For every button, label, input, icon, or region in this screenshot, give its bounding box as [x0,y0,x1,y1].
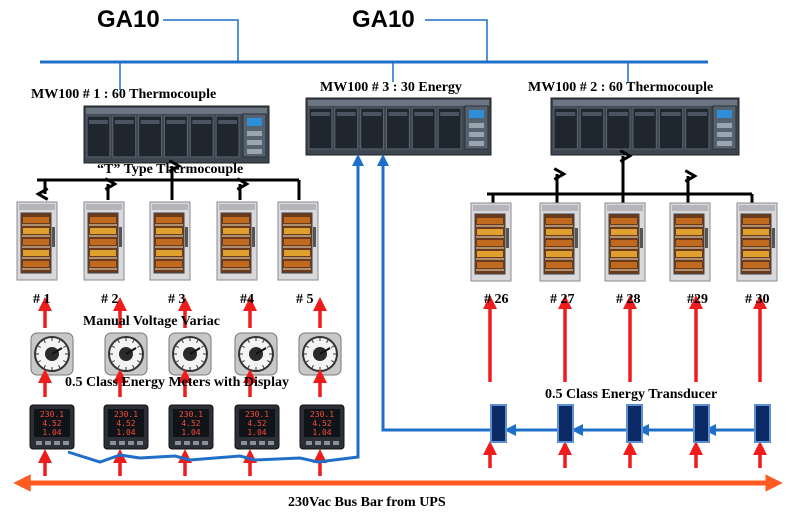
variac-dial [234,332,278,376]
unit-label-26: # 26 [484,292,509,307]
variac-dial [298,332,342,376]
chamber-cabinet [470,202,512,282]
energy-transducers [490,404,771,443]
mw100-1-label: MW100 # 1 : 60 Thermocouple [31,87,217,102]
meter-reading: 1.04 [247,428,266,437]
mw100-1-module [83,105,270,164]
energy-transducer [490,404,507,443]
energy-transducer [626,404,643,443]
voltage-variacs [30,332,342,376]
meter-reading: 1.04 [312,428,331,437]
variac-dial [30,332,74,376]
variac-dial [104,332,148,376]
network-lines [40,19,708,90]
meter-reading: 1.04 [116,428,135,437]
meter-reading: 4.52 [181,419,200,428]
unit-label-1: # 1 [33,292,51,307]
meter-reading: 230.1 [310,410,334,419]
mw100-2-label: MW100 # 2 : 60 Thermocouple [528,80,714,95]
meter-reading: 1.04 [181,428,200,437]
meter-reading: 230.1 [245,410,269,419]
energy-meters: 230.14.521.04230.14.521.04230.14.521.042… [29,404,345,450]
meter-reading: 230.1 [114,410,138,419]
unit-label-3: # 3 [168,292,186,307]
variac-label: Manual Voltage Variac [83,314,220,329]
power-arrows [38,295,767,476]
unit-label-27: # 27 [550,292,575,307]
energy-meter: 230.14.521.04 [299,404,345,450]
unit-label-5: # 5 [296,292,314,307]
meter-reading: 230.1 [40,410,64,419]
meters-to-mw100-3-line [67,154,364,464]
meter-reading: 230.1 [179,410,203,419]
energy-transducer [693,404,710,443]
chambers [16,201,778,282]
ga10-right-label: GA10 [352,6,415,33]
bus-bar-label: 230Vac Bus Bar from UPS [288,495,446,510]
chamber-cabinet [277,201,319,281]
chamber-cabinet [604,202,646,282]
variac-dial [168,332,212,376]
mw100-3-label: MW100 # 3 : 30 Energy [320,80,462,95]
energy-meter: 230.14.521.04 [234,404,280,450]
meter-reading: 4.52 [312,419,331,428]
chamber-cabinet [669,202,711,282]
ga10-left-link [163,19,239,62]
mw100-2-module [550,97,740,156]
chamber-cabinet [149,201,191,281]
transducers-to-mw100-3-line [377,154,490,432]
chamber-cabinet [216,201,258,281]
meter-reading: 4.52 [247,419,266,428]
thermocouple-label: “T” Type Thermocouple [97,162,244,177]
unit-label-4: #4 [240,292,254,307]
energy-transducer [557,404,574,443]
thermocouple-bracket-left [37,166,301,200]
chamber-cabinet [83,201,125,281]
energy-meter: 230.14.521.04 [29,404,75,450]
chamber-cabinet [736,202,778,282]
meter-reading: 4.52 [116,419,135,428]
chamber-cabinet [539,202,581,282]
meter-reading: 1.04 [42,428,61,437]
energy-meter: 230.14.521.04 [168,404,214,450]
unit-label-29: #29 [687,292,708,307]
signal-wiring [67,154,755,464]
unit-label-28: # 28 [616,292,641,307]
mw100-3-module [305,97,492,156]
unit-label-2: # 2 [101,292,119,307]
energy-meter: 230.14.521.04 [103,404,149,450]
energy-meters-label: 0.5 Class Energy Meters with Display [65,375,289,390]
ga10-left-label: GA10 [97,6,160,33]
unit-label-30: # 30 [745,292,770,307]
energy-transducer [754,404,771,443]
meter-reading: 4.52 [42,419,61,428]
energy-transducer-label: 0.5 Class Energy Transducer [545,387,718,402]
mw100-units [83,97,740,164]
ga10-right-link [425,19,488,62]
chamber-cabinet [16,201,58,281]
